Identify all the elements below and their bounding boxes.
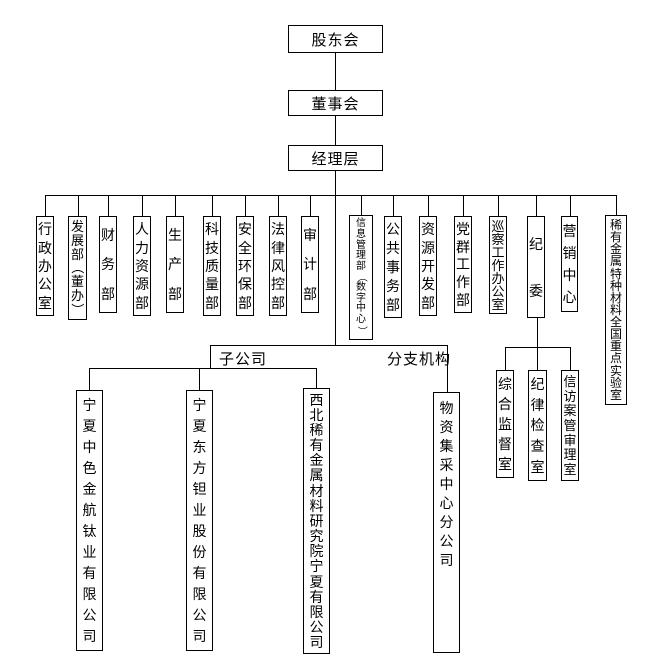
connector-line (505, 347, 570, 348)
connector-line (89, 368, 317, 369)
connector-line (505, 347, 506, 370)
connector-line (199, 368, 200, 390)
connector-line (335, 170, 336, 345)
connector-line (361, 195, 362, 215)
dept-info-mgmt-digital-center: 信息管理部（数字中心） (349, 215, 373, 340)
label-branch-organizations: 分支机构 (387, 351, 452, 368)
node-ningxia-oriental-tantalum: 宁夏东方钽业股份有限公司 (186, 390, 213, 651)
connector-line (142, 195, 143, 216)
dept-public-affairs: 公共事务部 (384, 216, 402, 318)
dept-resource-development: 资源开发部 (419, 216, 437, 316)
connector-line (463, 195, 464, 216)
dept-development-board-office: 发展部（董办） (68, 216, 87, 320)
node-shareholders-meeting: 股东会 (288, 25, 383, 53)
dept-legal-risk-control: 法律风控部 (269, 216, 287, 316)
connector-line (278, 195, 279, 216)
dept-finance: 财务部 (99, 216, 117, 313)
dept-audit: 审计部 (301, 216, 319, 313)
connector-line (212, 195, 213, 216)
connector-line (45, 195, 617, 196)
dept-safety-environment: 安全环保部 (236, 216, 254, 316)
node-discipline-inspection-office: 纪律检查室 (528, 370, 547, 481)
connector-line (78, 195, 79, 216)
connector-line (536, 195, 537, 216)
node-northwest-rare-metal-research-institute: 西北稀有金属材料研究院宁夏有限公司 (303, 388, 330, 654)
dept-discipline-committee: 纪委 (527, 216, 545, 318)
dept-production: 生产部 (166, 216, 184, 313)
node-management-level: 经理层 (288, 145, 383, 171)
dept-marketing-center: 营销中心 (561, 216, 578, 312)
connector-line (175, 195, 176, 216)
node-board-of-directors: 董事会 (288, 90, 383, 116)
label-subsidiaries: 子公司 (219, 351, 268, 368)
node-material-procurement-center-branch: 物资集采中心分公司 (433, 392, 460, 653)
connector-line (616, 195, 617, 215)
node-ningxia-zhongse-jinhang-titanium: 宁夏中色金航钛业有限公司 (76, 390, 103, 651)
dept-tech-quality: 科技质量部 (203, 216, 221, 316)
connector-line (498, 195, 499, 216)
connector-line (335, 53, 336, 90)
connector-line (570, 347, 571, 370)
connector-line (210, 345, 447, 346)
connector-line (447, 345, 448, 392)
connector-line (393, 195, 394, 216)
dept-admin-office: 行政办公室 (36, 216, 54, 316)
connector-line (537, 318, 538, 370)
connector-line (45, 195, 46, 216)
connector-line (310, 195, 311, 216)
connector-line (108, 195, 109, 216)
dept-party-mass-work: 党群工作部 (454, 216, 472, 313)
connector-line (570, 195, 571, 216)
dept-inspection-office: 巡察工作办公室 (489, 216, 507, 314)
connector-line (245, 195, 246, 216)
connector-line (316, 368, 317, 388)
dept-rare-metal-state-key-lab: 稀有金属特种材料全国重点实验室 (605, 215, 627, 405)
node-petition-case-review-office: 信访案管审理室 (561, 370, 579, 481)
dept-human-resources: 人力资源部 (133, 216, 151, 316)
connector-line (89, 368, 90, 390)
connector-line (428, 195, 429, 216)
connector-line (335, 115, 336, 145)
connector-line (210, 345, 211, 368)
node-comprehensive-supervision-office: 综合监督室 (496, 370, 514, 478)
